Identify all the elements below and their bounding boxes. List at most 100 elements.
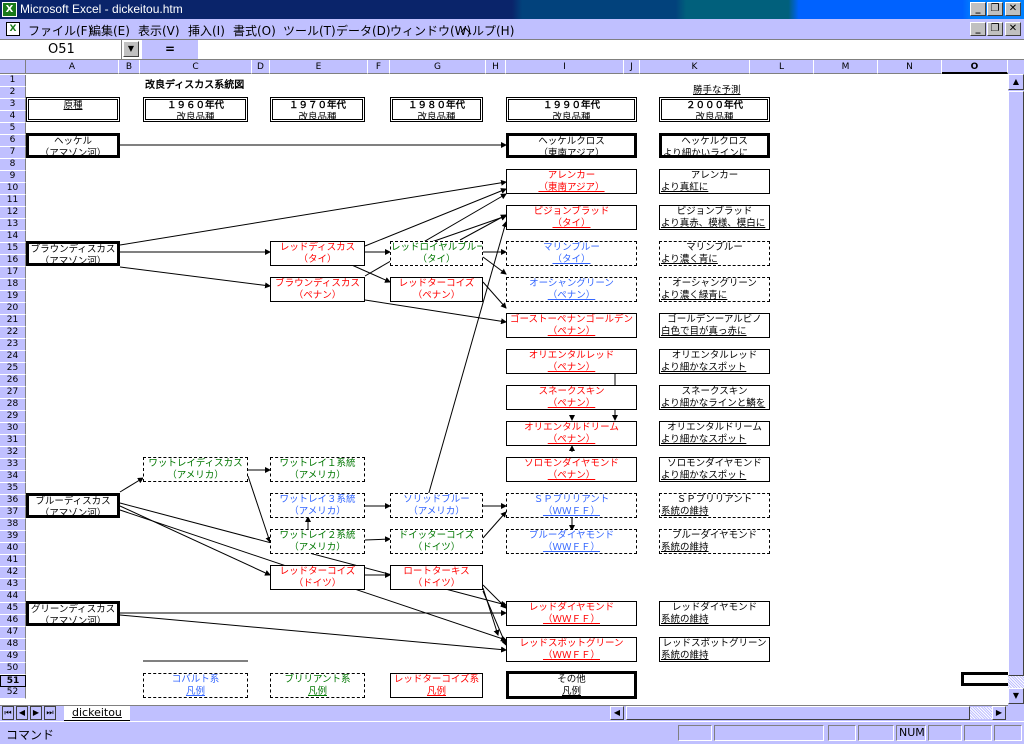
workbook-icon[interactable]: X — [6, 22, 20, 36]
row-header-29[interactable]: 29 — [0, 411, 26, 423]
formula-equals-button[interactable]: = — [142, 40, 198, 59]
row-header-30[interactable]: 30 — [0, 423, 26, 435]
row-header-20[interactable]: 20 — [0, 303, 26, 315]
column-header-m[interactable]: M — [814, 60, 878, 74]
prev-sheet-button[interactable]: ◀ — [16, 706, 28, 720]
column-header-f[interactable]: F — [368, 60, 390, 74]
row-header-12[interactable]: 12 — [0, 207, 26, 219]
scroll-down-button[interactable]: ▼ — [1008, 688, 1024, 704]
row-header-26[interactable]: 26 — [0, 375, 26, 387]
doc-close-button[interactable]: ✕ — [1005, 22, 1021, 36]
column-header-g[interactable]: G — [390, 60, 486, 74]
row-header-38[interactable]: 38 — [0, 519, 26, 531]
menu-insert[interactable]: 挿入(I) — [188, 24, 225, 38]
row-header-48[interactable]: 48 — [0, 639, 26, 651]
vertical-scrollbar[interactable]: ▲ ▼ — [1008, 60, 1024, 705]
row-header-17[interactable]: 17 — [0, 267, 26, 279]
last-sheet-button[interactable]: ⏭ — [44, 706, 56, 720]
row-header-18[interactable]: 18 — [0, 279, 26, 291]
formula-input[interactable] — [200, 40, 1024, 59]
row-header-34[interactable]: 34 — [0, 471, 26, 483]
row-header-5[interactable]: 5 — [0, 123, 26, 135]
row-header-16[interactable]: 16 — [0, 255, 26, 267]
column-header-k[interactable]: K — [640, 60, 750, 74]
doc-restore-button[interactable]: ❐ — [987, 22, 1003, 36]
column-header-o[interactable]: O — [942, 60, 1008, 74]
menu-format[interactable]: 書式(O) — [233, 24, 276, 38]
hscroll-thumb[interactable] — [626, 706, 970, 720]
row-header-6[interactable]: 6 — [0, 135, 26, 147]
row-header-44[interactable]: 44 — [0, 591, 26, 603]
excel-app-icon[interactable]: X — [2, 2, 17, 17]
horizontal-scrollbar[interactable]: ◀ ▶ — [606, 706, 1006, 720]
scroll-thumb[interactable] — [1008, 91, 1024, 676]
column-header-h[interactable]: H — [486, 60, 506, 74]
row-header-46[interactable]: 46 — [0, 615, 26, 627]
row-header-50[interactable]: 50 — [0, 663, 26, 675]
close-button[interactable]: ✕ — [1005, 2, 1021, 16]
column-header-b[interactable]: B — [119, 60, 140, 74]
row-header-4[interactable]: 4 — [0, 111, 26, 123]
row-header-8[interactable]: 8 — [0, 159, 26, 171]
row-header-2[interactable]: 2 — [0, 87, 26, 99]
selected-cell-o51[interactable] — [961, 672, 1008, 686]
scroll-left-button[interactable]: ◀ — [610, 706, 624, 720]
column-header-n[interactable]: N — [878, 60, 942, 74]
row-header-40[interactable]: 40 — [0, 543, 26, 555]
row-header-13[interactable]: 13 — [0, 219, 26, 231]
column-header-c[interactable]: C — [140, 60, 252, 74]
row-header-14[interactable]: 14 — [0, 231, 26, 243]
row-header-49[interactable]: 49 — [0, 651, 26, 663]
row-header-21[interactable]: 21 — [0, 315, 26, 327]
row-header-7[interactable]: 7 — [0, 147, 26, 159]
row-header-11[interactable]: 11 — [0, 195, 26, 207]
row-header-41[interactable]: 41 — [0, 555, 26, 567]
name-box-dropdown[interactable]: ▼ — [123, 41, 139, 57]
first-sheet-button[interactable]: ⏮ — [2, 706, 14, 720]
row-header-37[interactable]: 37 — [0, 507, 26, 519]
row-header-45[interactable]: 45 — [0, 603, 26, 615]
row-header-23[interactable]: 23 — [0, 339, 26, 351]
row-header-42[interactable]: 42 — [0, 567, 26, 579]
row-header-51[interactable]: 51 — [0, 675, 26, 687]
scroll-right-button[interactable]: ▶ — [992, 706, 1006, 720]
row-header-52[interactable]: 52 — [0, 687, 26, 699]
row-header-24[interactable]: 24 — [0, 351, 26, 363]
column-header-j[interactable]: J — [624, 60, 640, 74]
name-box[interactable]: O51 — [0, 40, 122, 59]
row-header-15[interactable]: 15 — [0, 243, 26, 255]
menu-file[interactable]: ファイル(F) — [28, 24, 93, 38]
menu-window[interactable]: ウィンドウ(W) — [390, 24, 472, 38]
column-header-a[interactable]: A — [26, 60, 119, 74]
row-header-33[interactable]: 33 — [0, 459, 26, 471]
menu-data[interactable]: データ(D) — [336, 24, 391, 38]
row-header-27[interactable]: 27 — [0, 387, 26, 399]
row-header-28[interactable]: 28 — [0, 399, 26, 411]
sheet-tab-dickeitou[interactable]: dickeitou — [64, 706, 130, 721]
row-header-10[interactable]: 10 — [0, 183, 26, 195]
row-header-32[interactable]: 32 — [0, 447, 26, 459]
row-header-1[interactable]: 1 — [0, 75, 26, 87]
row-header-39[interactable]: 39 — [0, 531, 26, 543]
minimize-button[interactable]: _ — [970, 2, 986, 16]
restore-button[interactable]: ❐ — [987, 2, 1003, 16]
select-all-corner[interactable] — [0, 60, 26, 74]
doc-minimize-button[interactable]: _ — [970, 22, 986, 36]
column-header-d[interactable]: D — [252, 60, 270, 74]
row-header-36[interactable]: 36 — [0, 495, 26, 507]
row-header-35[interactable]: 35 — [0, 483, 26, 495]
row-header-47[interactable]: 47 — [0, 627, 26, 639]
menu-tools[interactable]: ツール(T) — [283, 24, 336, 38]
column-header-l[interactable]: L — [750, 60, 814, 74]
menu-help[interactable]: ヘルプ(H) — [460, 24, 515, 38]
row-header-43[interactable]: 43 — [0, 579, 26, 591]
menu-edit[interactable]: 編集(E) — [89, 24, 130, 38]
row-header-22[interactable]: 22 — [0, 327, 26, 339]
column-header-e[interactable]: E — [270, 60, 368, 74]
column-header-i[interactable]: I — [506, 60, 624, 74]
scroll-up-button[interactable]: ▲ — [1008, 74, 1024, 90]
row-header-31[interactable]: 31 — [0, 435, 26, 447]
row-header-25[interactable]: 25 — [0, 363, 26, 375]
row-header-19[interactable]: 19 — [0, 291, 26, 303]
